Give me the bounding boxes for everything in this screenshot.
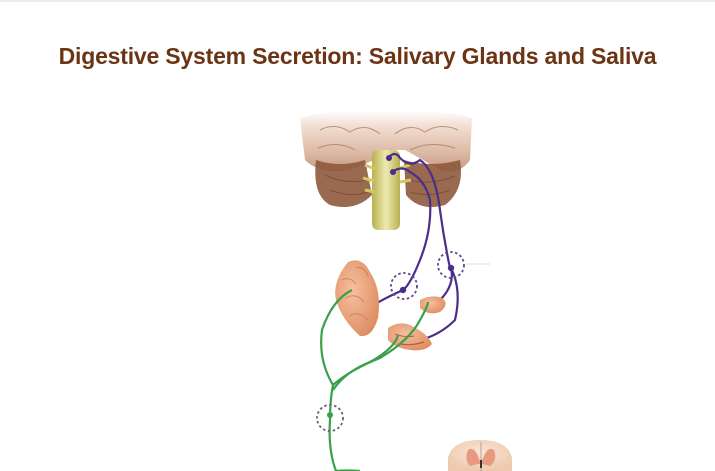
sympathetic-nerves — [320, 289, 430, 471]
parotid-gland — [335, 260, 379, 337]
sympathetic-ganglion — [316, 404, 344, 432]
parasympathetic-terminals — [386, 155, 455, 294]
page-title: Digestive System Secretion: Salivary Gla… — [58, 43, 657, 70]
lower-parasympathetic-ganglion — [390, 272, 418, 300]
brainstem-illustration — [300, 110, 472, 230]
sympathetic-ganglion-cell — [327, 412, 333, 418]
top-border — [0, 0, 715, 2]
spinal-cord-section — [448, 440, 512, 471]
sublingual-gland — [388, 323, 432, 351]
upper-parasympathetic-ganglion — [437, 251, 465, 279]
